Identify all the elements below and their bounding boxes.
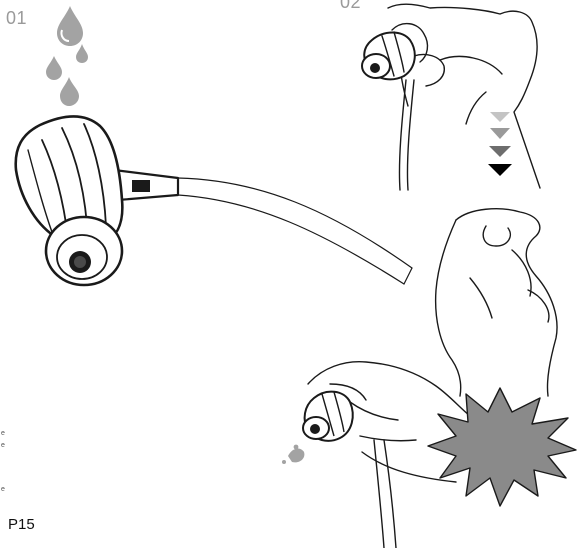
down-arrow-icon — [490, 128, 510, 139]
earbud-large — [16, 116, 412, 285]
down-arrow-icon — [489, 146, 511, 157]
water-drop-icon — [46, 56, 62, 80]
earbud-cable — [178, 178, 412, 268]
water-drops — [46, 6, 88, 106]
downward-arrows — [488, 112, 512, 176]
water-drop-icon — [60, 77, 79, 106]
hand-holding-earbud — [362, 4, 540, 190]
water-splash — [282, 445, 304, 464]
water-drop-icon — [57, 6, 83, 46]
water-drop-icon — [288, 449, 304, 463]
hand-shaking — [308, 209, 557, 548]
pain-burst-icon — [428, 388, 576, 506]
down-arrow-icon — [488, 164, 512, 176]
water-drop-icon — [76, 44, 88, 63]
down-arrow-icon — [490, 112, 510, 122]
earbud-small-2 — [303, 392, 353, 441]
